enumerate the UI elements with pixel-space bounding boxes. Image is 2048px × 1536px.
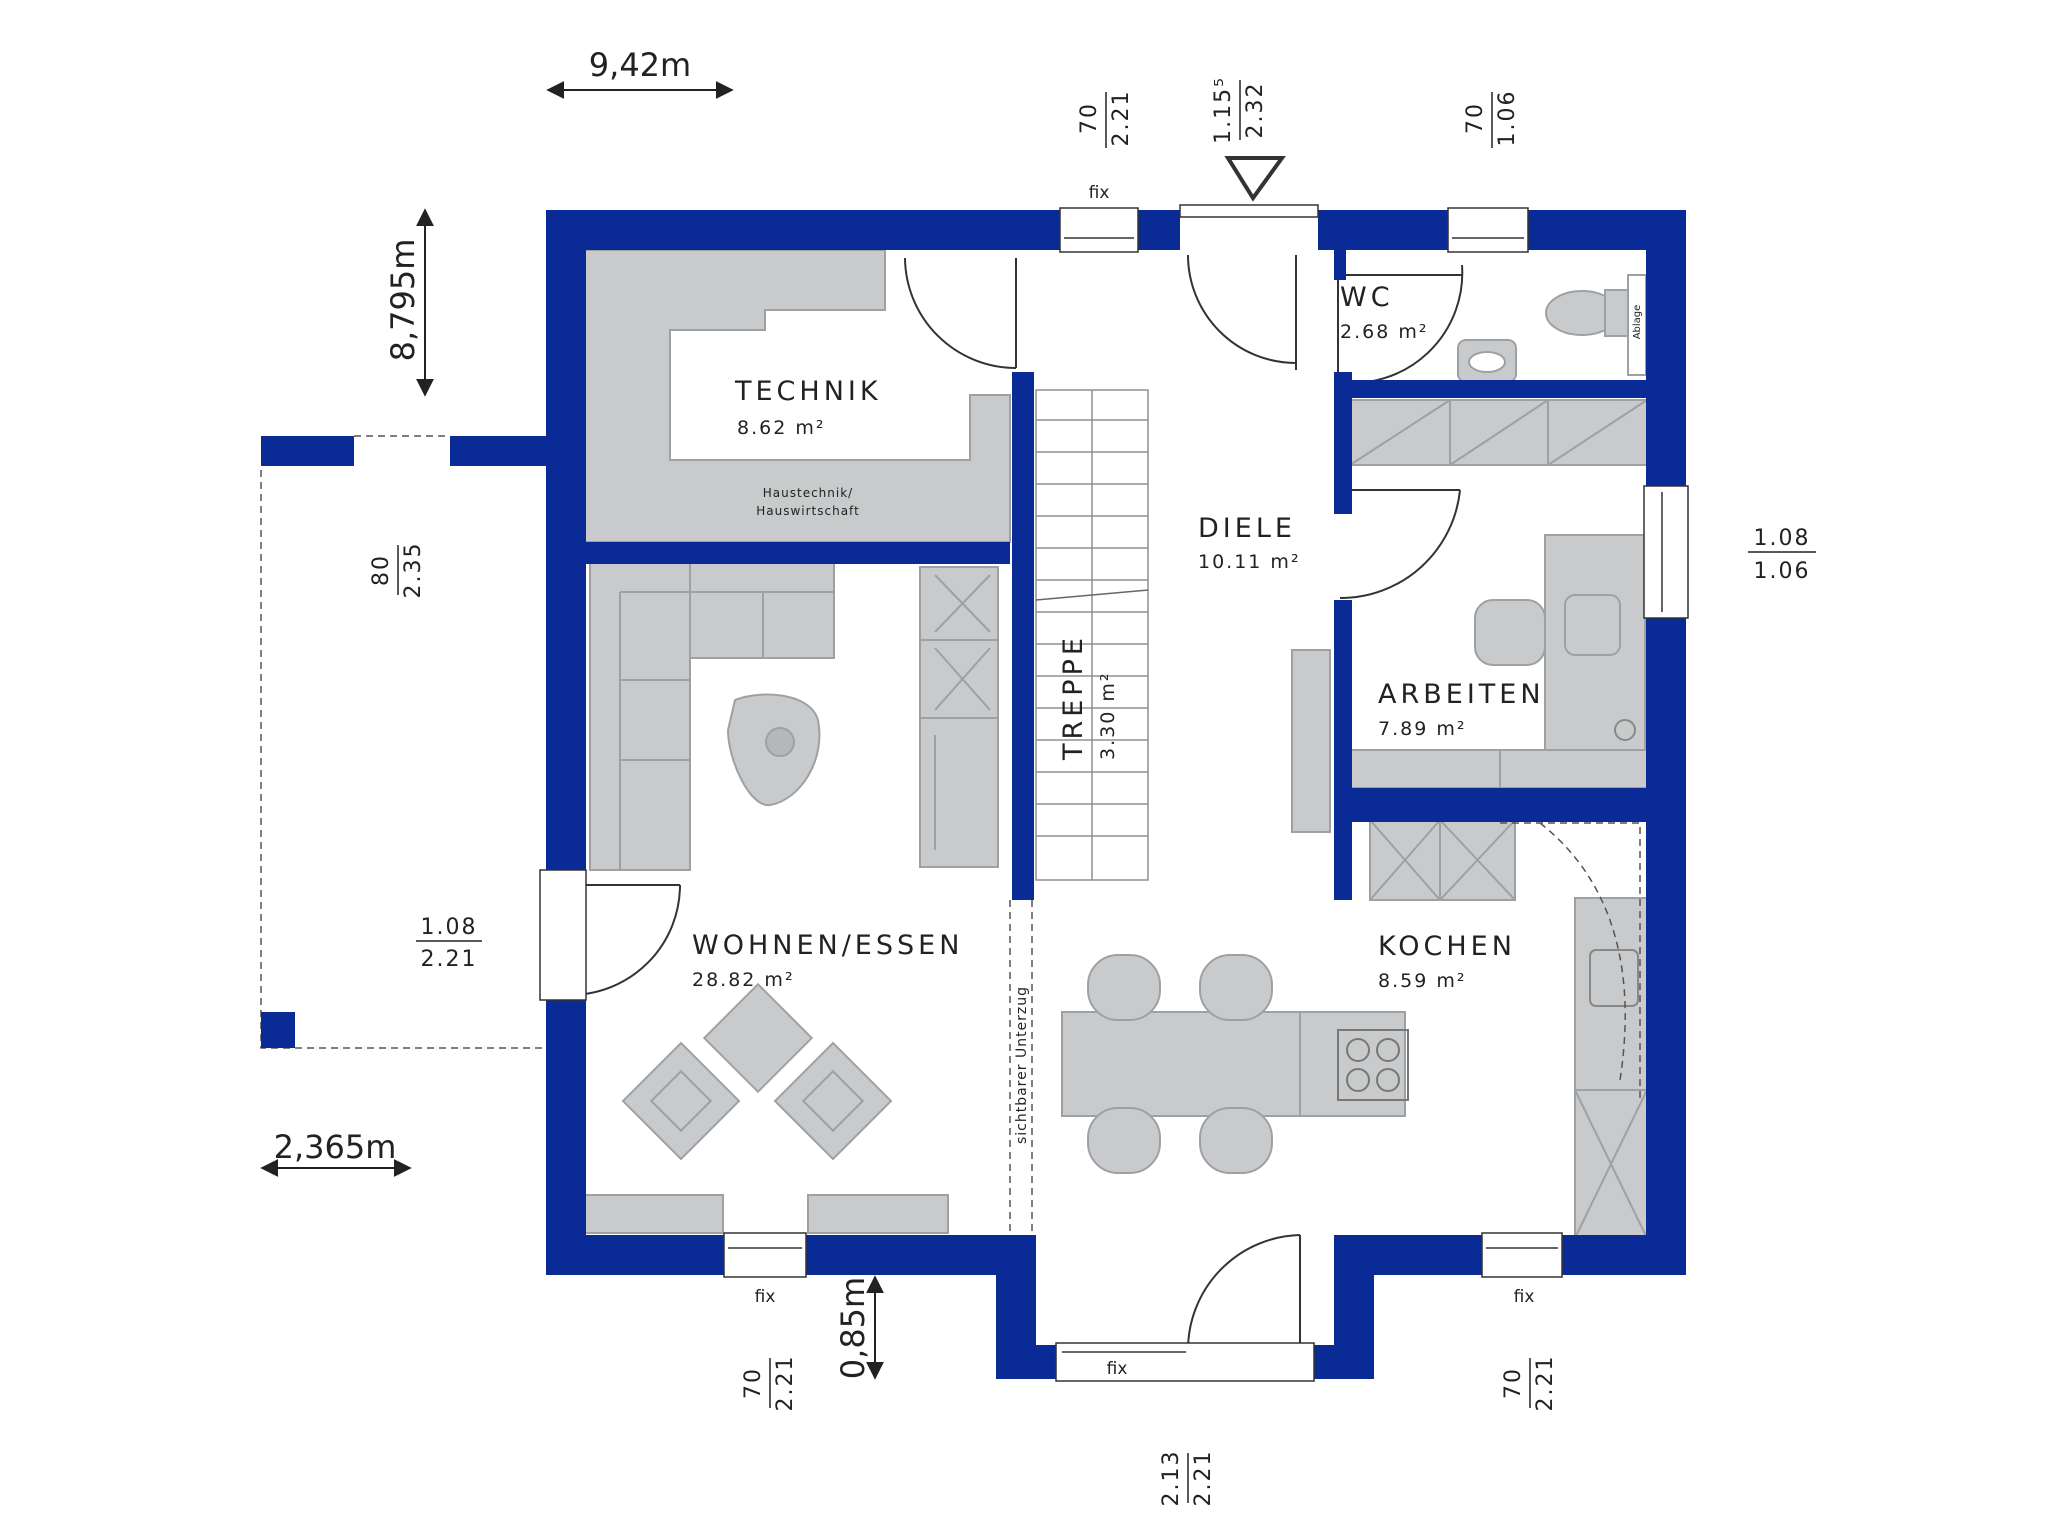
wohnen-window-label: fix bbox=[755, 1287, 776, 1307]
entrance-door-top: 1.15⁵ bbox=[1211, 76, 1236, 144]
chair bbox=[1199, 954, 1273, 1021]
windows bbox=[539, 204, 1689, 1382]
room-area-wc: 2.68 m² bbox=[1340, 321, 1428, 343]
arbeiten-window-top: 1.08 bbox=[1754, 526, 1811, 551]
wc-window-bottom: 1.06 bbox=[1495, 90, 1520, 147]
terrace-door-top: 1.08 bbox=[421, 915, 478, 940]
window-wohnen bbox=[723, 1232, 807, 1278]
room-name-treppe: TREPPE bbox=[1058, 634, 1089, 761]
bay-door-label: fix bbox=[1107, 1359, 1128, 1379]
bay-door-bottom: 2.21 bbox=[1191, 1450, 1216, 1507]
terrace-door-bottom: 2.21 bbox=[421, 947, 478, 972]
cooktop-icon bbox=[1337, 1029, 1409, 1101]
beam-note: sichtbarer Unterzug bbox=[1014, 986, 1030, 1144]
fraction-lines bbox=[397, 80, 1816, 1503]
width-total-label: 9,42m bbox=[589, 46, 691, 84]
window-wc bbox=[1447, 207, 1529, 253]
dining-table bbox=[1061, 1011, 1303, 1117]
window-kochen bbox=[1481, 1232, 1563, 1278]
room-name-diele: DIELE bbox=[1198, 513, 1296, 544]
walls bbox=[261, 210, 1686, 1379]
room-area-technik: 8.62 m² bbox=[737, 417, 825, 439]
lowboard-left bbox=[584, 1194, 724, 1234]
entrance-door-bottom: 2.32 bbox=[1243, 82, 1268, 139]
top-left-window-top: 70 bbox=[1077, 102, 1102, 134]
chair bbox=[1199, 1107, 1273, 1174]
sofa-side bbox=[589, 561, 691, 871]
armchair-1 bbox=[702, 982, 814, 1094]
technik-note-2: Hauswirtschaft bbox=[756, 504, 860, 518]
armchair-3 bbox=[773, 1041, 893, 1161]
room-area-wohnen: 28.82 m² bbox=[692, 969, 795, 991]
room-area-treppe: 3.30 m² bbox=[1097, 672, 1119, 760]
room-area-diele: 10.11 m² bbox=[1198, 551, 1301, 573]
room-name-kochen: KOCHEN bbox=[1378, 931, 1516, 962]
front-door-swing bbox=[1187, 1234, 1301, 1351]
window-bay bbox=[1055, 1342, 1315, 1382]
office-lowboard bbox=[1349, 749, 1648, 789]
terrace-door-swing bbox=[571, 884, 681, 996]
technik-door bbox=[904, 257, 1017, 369]
window-arbeiten bbox=[1643, 485, 1689, 619]
bay-door-top: 2.13 bbox=[1159, 1450, 1184, 1507]
wohnen-window-bottom: 2.21 bbox=[773, 1355, 798, 1412]
terrace-window-bottom: 2.35 bbox=[401, 542, 426, 599]
window-top-left bbox=[1059, 207, 1139, 253]
sink-icon bbox=[1589, 949, 1639, 1007]
room-name-wc: WC bbox=[1340, 282, 1394, 313]
top-left-window-bottom: 2.21 bbox=[1109, 90, 1134, 147]
top-left-window-label: fix bbox=[1089, 183, 1110, 203]
entrance-door-swing bbox=[1187, 254, 1297, 370]
kochen-window-bottom: 2.21 bbox=[1533, 1355, 1558, 1412]
chair bbox=[1087, 1107, 1161, 1174]
room-name-wohnen: WOHNEN/ESSEN bbox=[692, 930, 963, 961]
door-swings bbox=[571, 254, 1464, 1351]
terrace-width-label: 2,365m bbox=[274, 1128, 397, 1166]
room-area-kochen: 8.59 m² bbox=[1378, 970, 1466, 992]
bay-depth-label: 0,85m bbox=[834, 1277, 872, 1379]
lowboard-right bbox=[807, 1194, 949, 1234]
furniture bbox=[584, 249, 1648, 1239]
depth-total-label: 8,795m bbox=[384, 239, 422, 362]
arbeiten-window-bottom: 1.06 bbox=[1754, 559, 1811, 584]
wc-window-top: 70 bbox=[1463, 102, 1488, 134]
dimension-arrows bbox=[260, 81, 884, 1380]
arbeiten-door-swing bbox=[1339, 489, 1461, 600]
kitchen-upper-cabinets bbox=[1369, 819, 1516, 901]
terrace-window-top: 80 bbox=[369, 554, 394, 586]
room-name-technik: TECHNIK bbox=[734, 376, 882, 407]
chair bbox=[1087, 954, 1161, 1021]
technik-note-1: Haustechnik/ bbox=[763, 486, 853, 500]
hall-wardrobe bbox=[1291, 649, 1331, 833]
wc-shelf-note: Ablage bbox=[1632, 305, 1643, 340]
office-chair bbox=[1474, 599, 1546, 666]
entrance-arrow-icon bbox=[1224, 156, 1286, 202]
room-name-arbeiten: ARBEITEN bbox=[1378, 679, 1545, 710]
kochen-window-top: 70 bbox=[1501, 1367, 1526, 1399]
office-chair-2 bbox=[1564, 594, 1621, 656]
wohnen-window-top: 70 bbox=[741, 1367, 766, 1399]
entrance-frame bbox=[1179, 204, 1319, 218]
armchair-2 bbox=[621, 1041, 741, 1161]
staircase bbox=[1035, 389, 1149, 881]
kochen-window-label: fix bbox=[1514, 1287, 1535, 1307]
room-area-arbeiten: 7.89 m² bbox=[1378, 718, 1466, 740]
door-terrace-frame bbox=[539, 869, 587, 1001]
